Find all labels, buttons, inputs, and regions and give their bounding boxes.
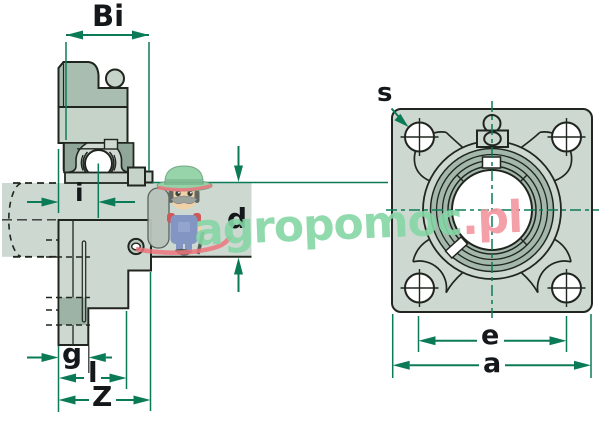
dim-l (59, 311, 128, 389)
housing-cap (57, 61, 129, 108)
dim-s-arrow (390, 107, 409, 127)
housing-body (57, 106, 129, 144)
dim-e (417, 316, 568, 352)
dim-label-g: g (62, 337, 83, 370)
centerlines (386, 101, 599, 318)
dim-label-i: i (75, 178, 84, 207)
dim-bi (65, 30, 150, 171)
dim-label-z: Z (92, 380, 113, 413)
dimensions-left-view (27, 30, 388, 412)
dim-label-e: e (481, 320, 500, 351)
flange-front-view (386, 101, 599, 378)
dim-g (27, 346, 112, 412)
mustache (170, 195, 198, 205)
watermark-text: agropomoc.pl (192, 192, 523, 256)
hidden-slot (81, 240, 87, 323)
dim-label-a: a (483, 348, 502, 379)
bolt-hole (400, 118, 439, 156)
sack (147, 187, 170, 249)
dim-label-bi: Bi (92, 0, 125, 33)
inner-ring-step (103, 138, 119, 150)
lower-flange-section (46, 219, 152, 346)
dim-i (27, 149, 135, 218)
watermark-brand-green: agropomoc (192, 194, 463, 256)
farmer-mascot (135, 165, 232, 256)
hidden-lines (46, 239, 90, 326)
dim-label-l: l (88, 356, 98, 389)
dimensions-right-view (390, 107, 592, 378)
dim-label-d: d (227, 202, 248, 235)
grease-fitting-front (476, 114, 509, 148)
dim-label-s: s (377, 78, 393, 108)
housing-section (57, 61, 154, 187)
side-section-view (2, 30, 388, 412)
dim-z (58, 272, 152, 411)
inner-ring-collar (127, 166, 146, 187)
watermark-brand-pink: .pl (460, 191, 524, 246)
bolt-hole (400, 269, 439, 307)
lube-slot (444, 235, 469, 260)
bolt-hole (547, 118, 586, 156)
grease-nipple-icon (105, 68, 125, 89)
bolt-hole (547, 269, 586, 307)
dim-a (391, 314, 592, 378)
red-swoosh (135, 235, 232, 255)
collar-nub (144, 170, 154, 184)
bolt-holes (400, 118, 586, 307)
